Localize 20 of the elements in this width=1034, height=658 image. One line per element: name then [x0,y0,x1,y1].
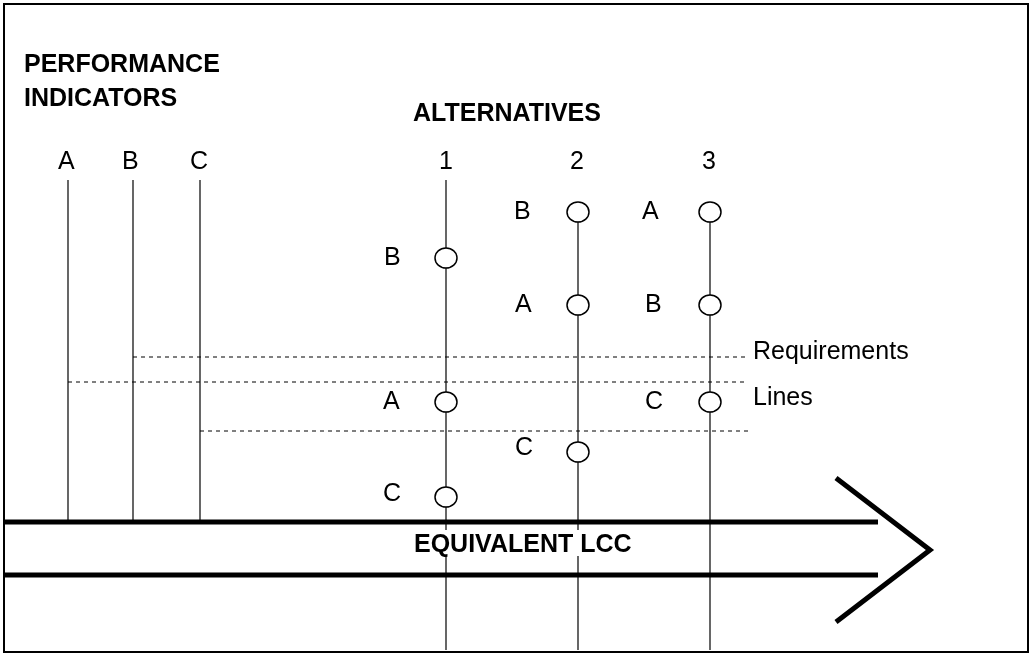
point-label: B [384,242,401,270]
point-label: A [642,196,659,224]
axis-label: A [58,146,75,174]
point-label: B [645,289,662,317]
point-label: C [515,432,534,460]
heading: ALTERNATIVES [413,98,601,126]
point-label: A [383,386,400,414]
point-label: B [514,196,531,224]
axis-label: 2 [570,146,584,174]
axis-label: B [122,146,139,174]
annotation: Lines [753,382,813,410]
point-label: C [383,478,402,506]
axis-label: C [190,146,209,174]
arrow-label: EQUIVALENT LCC [414,530,632,556]
heading: PERFORMANCE INDICATORS [24,48,221,113]
annotation: Requirements [753,336,909,364]
axis-label: 1 [439,146,453,174]
point-label: A [515,289,532,317]
point-label: C [645,386,664,414]
axis-label: 3 [702,146,716,174]
